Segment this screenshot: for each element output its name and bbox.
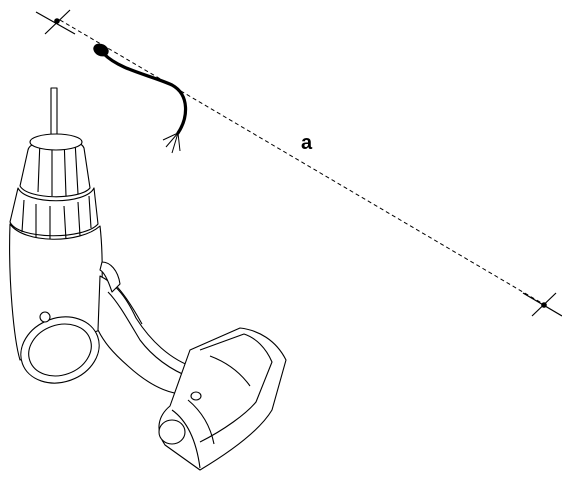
- drill-battery: [158, 327, 287, 471]
- drill-battery-latch: [158, 419, 186, 445]
- drill-screw-detail: [39, 311, 51, 323]
- cross-marker-top-left: [35, 9, 76, 35]
- cable-wire: [93, 43, 188, 154]
- drill-trigger: [99, 261, 121, 293]
- cross-marker-bottom-right: [522, 292, 562, 317]
- dashed-measurement-line: [59, 19, 546, 306]
- drill-bit: [50, 87, 58, 137]
- line-label-a: a: [301, 132, 313, 154]
- cordless-drill: [9, 87, 287, 471]
- drill-collar: [9, 187, 99, 237]
